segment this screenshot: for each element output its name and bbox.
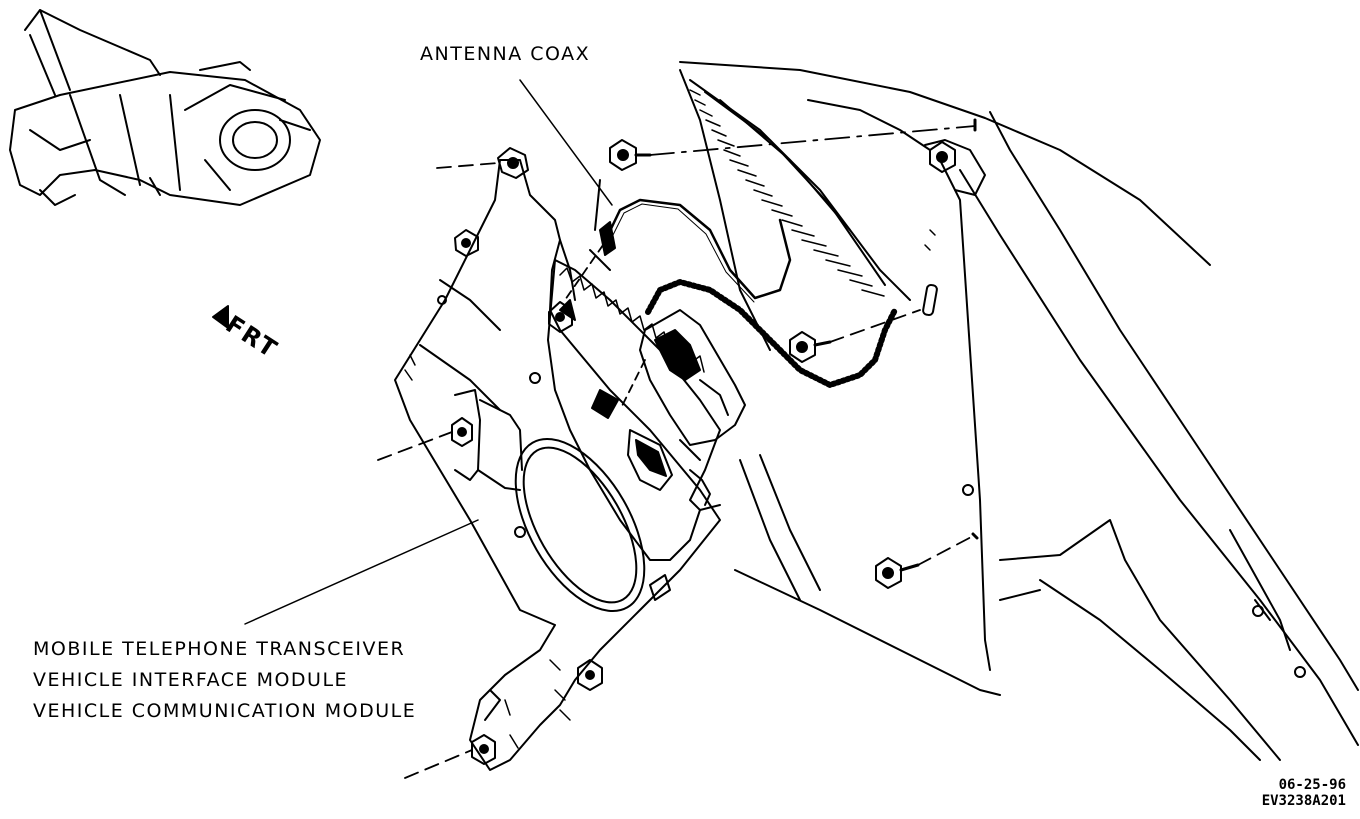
module-label-line-1: MOBILE TELEPHONE TRANSCEIVER: [33, 638, 406, 660]
nut-upper-left-icon: [455, 230, 478, 256]
date-code: 06-25-96: [1278, 777, 1346, 793]
nut-bottom-icon: [472, 735, 495, 764]
module-label-line-2: VEHICLE INTERFACE MODULE: [33, 669, 349, 691]
front-arrow-icon: [213, 306, 228, 328]
antenna-coax-leader: [520, 80, 612, 205]
leader-lines: [245, 80, 612, 624]
bolt-lower-icon: [876, 558, 918, 588]
vehicle-locator-thumbnail: [10, 10, 320, 205]
fasteners: [452, 140, 955, 764]
bolt-top-icon: [610, 140, 650, 170]
bolt-middle-icon: [790, 332, 830, 362]
module-leader: [245, 520, 478, 624]
antenna-coax-label: ANTENNA COAX: [420, 43, 591, 65]
nut-left-icon: [452, 418, 472, 446]
wiring-harness: [648, 282, 895, 385]
vehicle-body-panel: [680, 62, 1358, 760]
mounting-bracket: [395, 160, 720, 770]
nut-module-icon: [549, 302, 572, 332]
nut-panel-top-icon: [930, 142, 955, 172]
installation-dashed-lines: [378, 120, 977, 778]
connector-plug: [640, 310, 745, 460]
module-label-line-3: VEHICLE COMMUNICATION MODULE: [33, 700, 417, 722]
nut-top-icon: [498, 148, 528, 178]
figure-id: EV3238A201: [1261, 793, 1346, 809]
antenna-coax-cable: [600, 200, 790, 302]
nut-lower-bracket-icon: [578, 660, 602, 690]
